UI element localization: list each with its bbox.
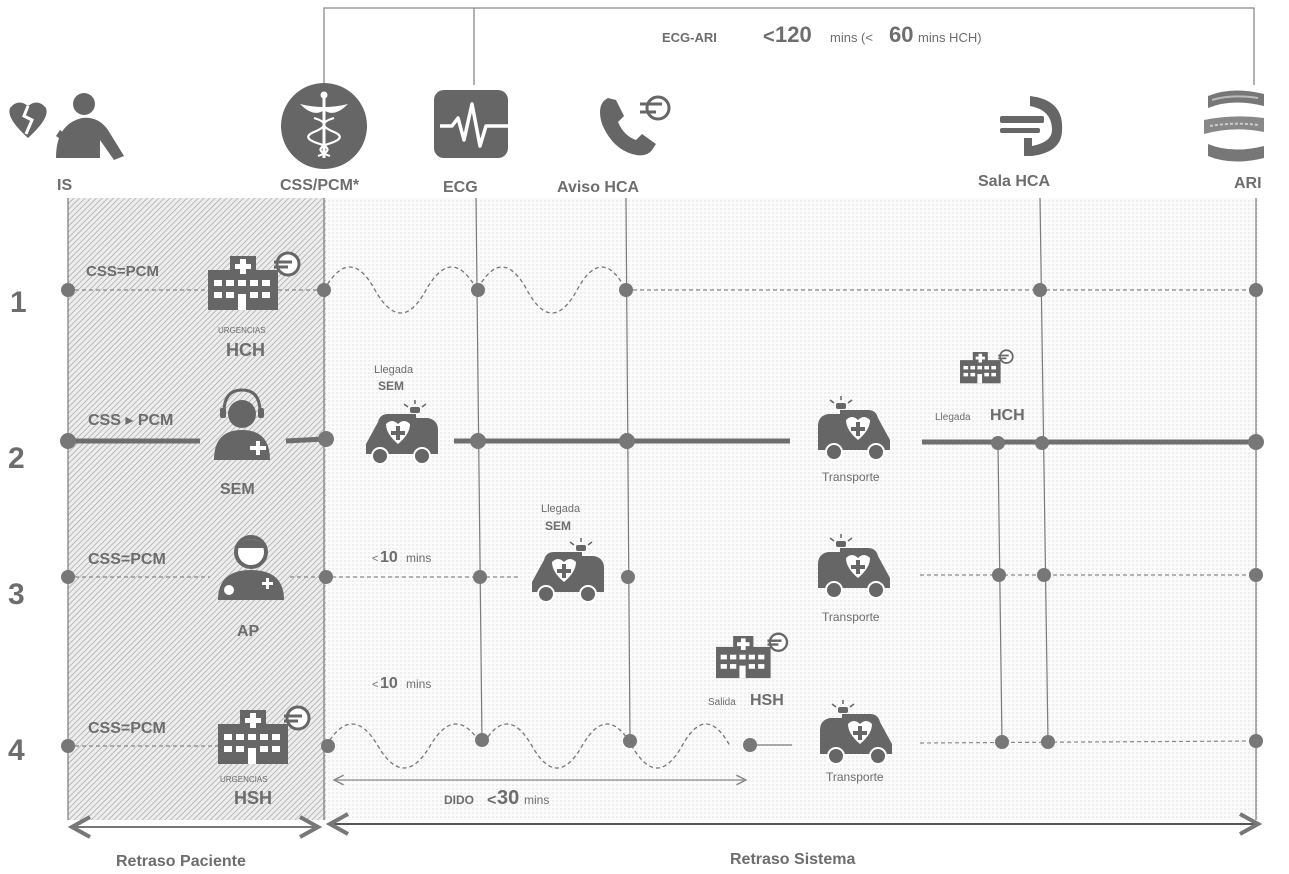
row-3-mins: mins [406,551,431,565]
row-1-actor-small: URGENCIAS [218,326,266,335]
system-delay-label: Retraso Sistema [730,851,855,868]
llegada-sem-label-2a: Llegada [541,503,581,515]
patient-delay-label: Retraso Paciente [116,853,246,870]
row-3 [61,568,1263,584]
salida-hsh-label: HSH [750,692,784,709]
svg-text:mins (<: mins (< [830,30,873,45]
column-label-css: CSS/PCM* [280,177,360,194]
ecg-ari-bracket [323,7,1255,85]
caduceus-icon [281,83,367,169]
row-number-1: 1 [10,286,27,319]
row-4-mins: mins [406,677,431,691]
phone-alert-icon [600,95,671,156]
svg-text:mins HCH): mins HCH) [918,30,982,45]
svg-text:ECG-ARI: ECG-ARI [662,30,717,45]
row-4-ten: 10 [380,675,398,692]
svg-text:<: < [487,792,496,809]
sem-operator-icon [214,388,270,460]
svg-text:60: 60 [889,22,913,47]
svg-text:120: 120 [775,22,812,47]
dido-target: DIDO < 30 mins [444,787,549,809]
row-1 [61,266,1263,314]
column-label-is: IS [57,177,72,194]
transporte-label-row2: Transporte [822,470,880,484]
row-3-lt: < [372,553,378,565]
row-4 [61,723,1263,769]
row-number-3: 3 [8,578,25,611]
doctor-icon [218,535,284,600]
cath-lab-icon [1000,96,1063,156]
row-4-lt: < [372,679,378,691]
heart-attack-icon [9,93,124,160]
llegada-sem-label-1b: SEM [378,379,404,393]
ecg-ari-target: ECG-ARI < 120 mins (< 60 mins HCH) [662,22,982,48]
row-2-actor: SEM [220,481,255,498]
ecg-icon [434,90,508,158]
row-1-actor: HCH [226,340,265,360]
transporte-label-row4: Transporte [826,770,884,784]
artery-icon [1204,90,1264,162]
patient-delay-zone [68,198,326,820]
row-3-label: CSS=PCM [88,551,166,568]
column-label-ecg: ECG [443,179,478,196]
llegada-hch-small: Llegada [935,412,971,423]
column-label-sala: Sala HCA [978,173,1050,190]
row-2-label: CSS ▸ PCM [88,412,173,429]
svg-text:30: 30 [497,787,519,809]
svg-text:DIDO: DIDO [444,793,474,807]
svg-text:<: < [763,26,775,48]
llegada-hch-label: HCH [990,407,1025,424]
system-delay-zone [326,198,1258,820]
llegada-sem-label-1a: Llegada [374,364,414,376]
row-3-ten: 10 [380,549,398,566]
salida-small: Salida [708,697,736,708]
row-2 [60,431,1264,450]
row-4-actor: HSH [234,788,272,808]
row-1-label: CSS=PCM [86,263,159,280]
row-4-label: CSS=PCM [88,720,166,737]
row-number-4: 4 [8,734,25,767]
row-4-actor-small: URGENCIAS [220,775,268,784]
svg-text:mins: mins [524,793,549,807]
column-label-aviso: Aviso HCA [557,179,640,196]
row-3-actor: AP [237,623,260,640]
llegada-sem-label-2b: SEM [545,519,571,533]
row-number-2: 2 [8,442,25,475]
column-label-ari: ARI [1234,175,1262,192]
transporte-label-row3: Transporte [822,610,880,624]
